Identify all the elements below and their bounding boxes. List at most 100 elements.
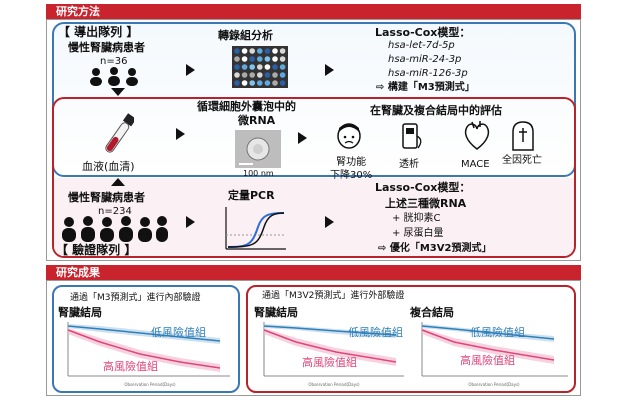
tombstone-icon: [512, 121, 534, 151]
array-dot: [279, 72, 286, 78]
mirna-2: hsa-miR-24-3p: [388, 54, 462, 65]
array-dot: [272, 72, 278, 78]
internal-outcome: 腎臟結局: [58, 306, 102, 319]
external-title: 通過「M3V2預測式」進行外部驗證: [262, 291, 405, 301]
array-dot: [279, 80, 286, 86]
lasso2-title: Lasso-Cox模型：: [375, 181, 471, 194]
array-dot: [249, 72, 255, 78]
array-dot: [264, 56, 271, 62]
array-dot: [272, 80, 278, 86]
right-arrow-icon: [325, 64, 334, 76]
validation-patients: 慢性腎臟病患者: [68, 191, 145, 204]
array-dot: [272, 48, 278, 54]
km-plot-external-composite: Observation Period(Days): [421, 322, 568, 387]
lasso2-line2: + 胱抑素C: [392, 213, 441, 224]
array-dot: [257, 64, 263, 70]
svg-text:Observation Period(Days): Observation Period(Days): [124, 382, 176, 387]
evaluation-label-4: 全因死亡: [502, 155, 542, 166]
km-plot-internal: Observation Period(Days): [67, 322, 230, 387]
validation-box: [52, 97, 576, 258]
external-low-label-2: 低風險值組: [470, 326, 525, 339]
validation-n: n=234: [98, 206, 132, 217]
evaluation-label-1: 腎功能 下降30%: [330, 157, 373, 181]
svg-text:Observation Period(Days): Observation Period(Days): [308, 382, 360, 387]
array-dot: [249, 48, 255, 54]
validation-label: 【 驗證隊列 】: [56, 243, 137, 257]
internal-validation-box: [52, 285, 240, 393]
array-dot: [272, 64, 278, 70]
array-dot: [234, 56, 240, 62]
validation-fill: [54, 178, 574, 256]
vesicle-title-2: 微RNA: [238, 114, 276, 127]
array-dot: [249, 64, 255, 70]
lasso2-line3: + 尿蛋白量: [392, 228, 444, 239]
array-dot: [279, 56, 286, 62]
array-dot: [241, 80, 248, 86]
lasso1-title: Lasso-Cox模型：: [375, 26, 471, 39]
results-header: 研究成果: [46, 265, 581, 280]
array-dot: [241, 72, 248, 78]
scale-label: 100 nm: [243, 169, 274, 178]
right-arrow-icon: [325, 216, 334, 228]
internal-high-label: 高風險值組: [103, 360, 158, 373]
array-dot: [257, 80, 263, 86]
right-arrow-icon: [186, 216, 195, 228]
patients-crowd-icon: [62, 216, 168, 242]
km-plot-external-kidney: Observation Period(Days): [263, 322, 404, 387]
evaluation-label-2: 透析: [399, 159, 419, 170]
lasso2-line1: 上述三種微RNA: [385, 197, 467, 210]
array-dot: [234, 80, 240, 86]
evaluation-label-3: MACE: [461, 159, 490, 170]
array-dot: [234, 72, 240, 78]
mirna-3: hsa-miR-126-3p: [388, 68, 468, 79]
array-dot: [234, 64, 240, 70]
lasso1-build: ⇨ 構建「M3預測式」: [376, 82, 475, 93]
svg-text:Observation Period(Days): Observation Period(Days): [468, 382, 520, 387]
array-dot: [279, 64, 286, 70]
patients-group-icon: [90, 67, 138, 86]
pcr-label: 定量PCR: [228, 189, 275, 202]
right-arrow-icon: [186, 64, 195, 76]
methods-header: 研究方法: [46, 4, 581, 19]
methods-frame: [46, 19, 581, 261]
exosome-image-icon: [235, 130, 281, 168]
dialysis-icon: [402, 123, 422, 149]
array-dot: [272, 56, 278, 62]
external-high-label-2: 高風險值組: [460, 354, 515, 367]
array-dot: [241, 48, 248, 54]
array-dot: [249, 56, 255, 62]
blood-label: 血液(血清): [82, 160, 135, 173]
external-outcome-1: 腎臟結局: [254, 306, 298, 319]
external-validation-box: [246, 285, 576, 393]
vesicle-title-1: 循環細胞外囊泡中的: [197, 100, 296, 113]
up-arrow-icon: [111, 178, 125, 186]
external-low-label-1: 低風險值組: [348, 326, 403, 339]
kidney-face-icon: [337, 123, 361, 149]
results-frame: [46, 280, 581, 396]
internal-low-label: 低風險值組: [151, 326, 206, 339]
mirna-1: hsa-let-7d-5p: [388, 40, 455, 51]
array-dot: [257, 72, 263, 78]
array-dot: [234, 48, 240, 54]
array-dot: [279, 48, 286, 54]
lasso2-line4: ⇨ 優化「M3V2預測式」: [378, 243, 492, 254]
blood-tube-icon: [105, 113, 134, 153]
array-dot: [264, 48, 271, 54]
external-high-label-1: 高風險值組: [302, 356, 357, 369]
derivation-label: 【 導出隊列 】: [58, 25, 139, 39]
array-dot: [264, 80, 271, 86]
array-dot: [241, 56, 248, 62]
array-dot: [264, 72, 271, 78]
evaluation-title: 在腎臟及複合結局中的評估: [370, 104, 502, 117]
internal-title: 通過「M3預測式」進行內部驗證: [70, 293, 201, 303]
derivation-patients: 慢性腎臟病患者: [68, 41, 145, 54]
right-arrow-icon: [298, 132, 307, 144]
microarray-icon: [232, 46, 288, 88]
transcriptome-label: 轉錄組分析: [218, 29, 273, 42]
pcr-curve-icon: [225, 207, 286, 250]
external-outcome-2: 複合結局: [410, 306, 454, 319]
derivation-n: n=36: [100, 56, 128, 67]
heart-icon: [464, 121, 490, 150]
array-dot: [264, 64, 271, 70]
down-arrow-icon: [111, 88, 125, 96]
